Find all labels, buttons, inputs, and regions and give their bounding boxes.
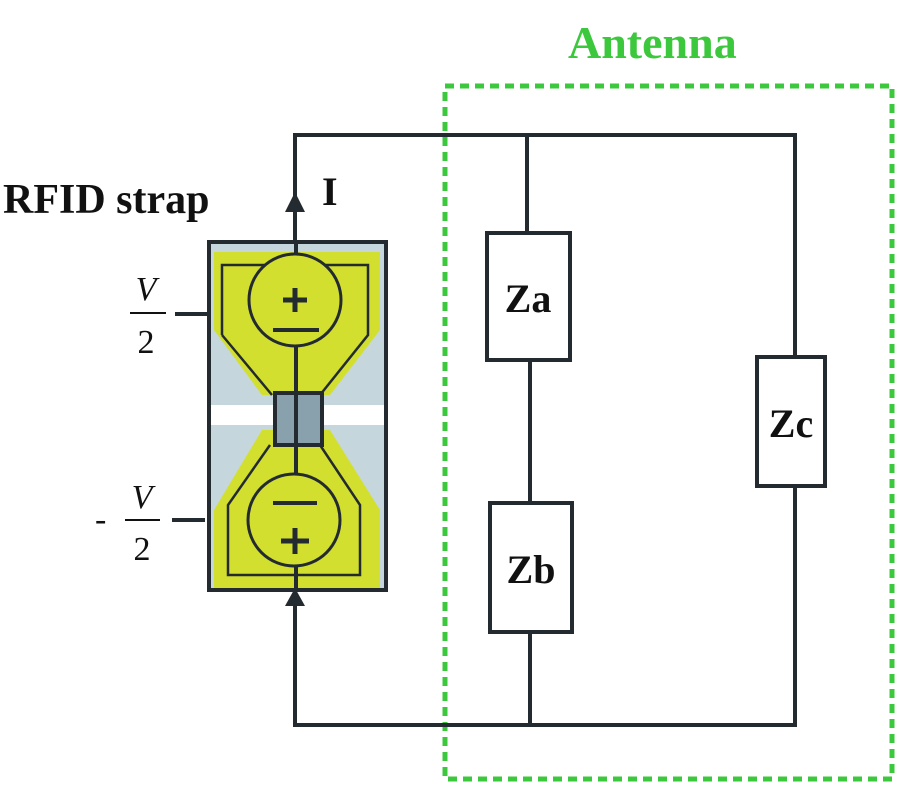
voltage-top-label: V 2 (130, 271, 166, 361)
rfid-strap (207, 240, 388, 592)
svg-text:2: 2 (138, 324, 155, 361)
impedance-za: Za (485, 231, 572, 362)
current-label: I (322, 169, 338, 214)
svg-text:Zb: Zb (507, 547, 556, 592)
impedance-zc: Zc (755, 355, 827, 488)
impedance-zb: Zb (488, 501, 574, 634)
svg-text:Za: Za (505, 276, 552, 321)
voltage-bottom-label: - V 2 (95, 479, 160, 568)
svg-text:2: 2 (134, 531, 151, 568)
current-arrow-bottom-icon (285, 588, 305, 606)
wires (172, 133, 797, 727)
svg-text:V: V (132, 479, 157, 516)
current-arrow-icon (285, 192, 305, 212)
svg-text:-: - (95, 501, 106, 538)
strap-label: RFID strap (3, 177, 210, 223)
antenna-title: Antenna (568, 17, 737, 68)
svg-text:V: V (136, 271, 161, 308)
svg-text:Zc: Zc (769, 401, 813, 446)
